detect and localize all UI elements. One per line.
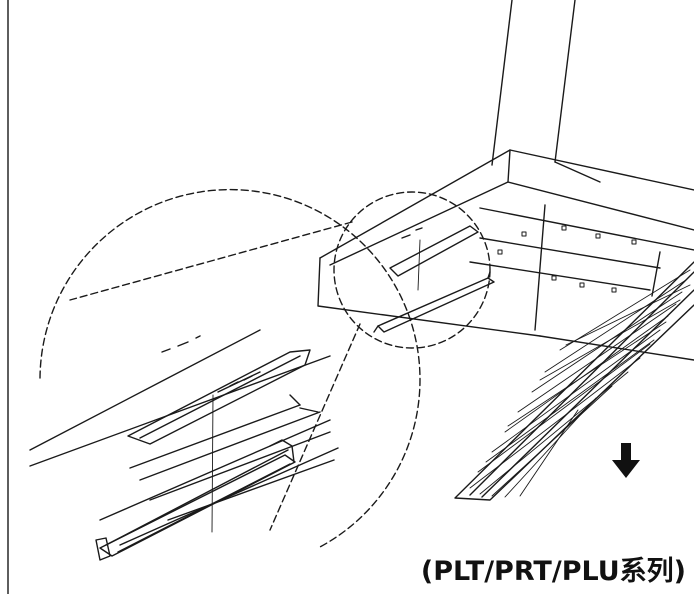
magnified-guide-lines xyxy=(211,239,421,533)
filter-mesh xyxy=(469,269,691,498)
model-series-caption: (PLT/PRT/PLU系列) xyxy=(420,556,686,587)
chimney xyxy=(491,0,601,183)
hood-control-panel xyxy=(389,225,479,277)
callout-circle-large xyxy=(39,188,421,549)
arrow-down-icon xyxy=(612,443,640,478)
magnified-mounting-rail xyxy=(95,439,296,561)
callout-circle-small xyxy=(333,191,491,349)
magnified-interior xyxy=(129,394,335,521)
hood-screws xyxy=(497,225,637,293)
magnified-control-panel xyxy=(127,335,311,445)
callout-connectors xyxy=(69,221,361,531)
magnified-hood xyxy=(29,329,339,546)
